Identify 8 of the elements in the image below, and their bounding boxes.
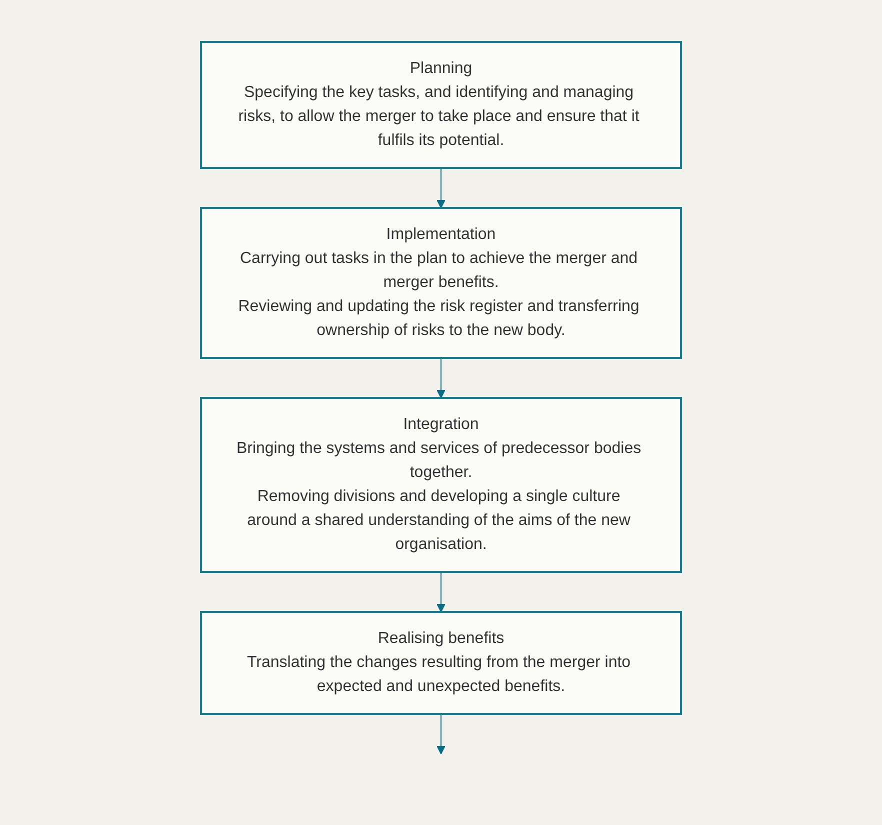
node-box: Implementation Carrying out tasks in the plan to achieve the merger and merger benefits. Reviewing and updating the risk register and transferring ownership of risks to the new body. bbox=[200, 206, 682, 358]
arrow bbox=[436, 167, 446, 208]
arrow bbox=[436, 571, 446, 612]
node-box: Realising benefits Translating the changes resulting from the merger into expected and unexpected benefits. bbox=[200, 610, 682, 714]
arrow bbox=[436, 713, 446, 754]
arrow bbox=[436, 357, 446, 398]
node-box: Planning Specifying the key tasks, and identifying and managing risks, to allow the merger to take place and ensure that it fulfils its potential. bbox=[200, 40, 682, 168]
node-box: Integration Bringing the systems and services of predecessor bodies together. Removing divisions and developing a single culture around a shared understanding of the aims of the new organisation. bbox=[200, 396, 682, 572]
